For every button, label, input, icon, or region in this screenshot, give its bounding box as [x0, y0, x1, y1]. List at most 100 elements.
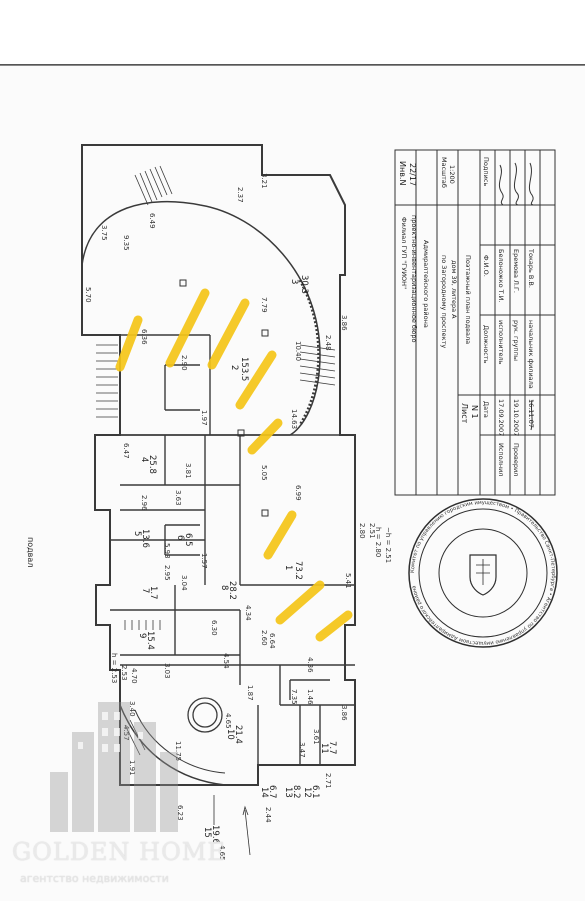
height-label: h = 2.80 [374, 527, 382, 557]
row-1-position: исполнитель [497, 320, 505, 365]
room-4-area: 25.8 [147, 455, 157, 474]
dim-label: 2.53 [120, 665, 128, 681]
col-name: Ф.И.О. [482, 255, 490, 277]
dim-label: 6.64 [268, 633, 276, 649]
dim-label: 7.35 [290, 689, 298, 705]
org-line-1: Филиал ГУП "ГУИОН" [400, 217, 408, 289]
dim-label: 1.87 [246, 685, 254, 701]
room-7-area: 1.7 [148, 586, 158, 600]
room-7-label: 7 [140, 588, 150, 593]
sheet-label: Лист [460, 403, 469, 424]
row-1-action: Исполнил [497, 443, 505, 476]
dim-label: 4.70 [130, 668, 138, 684]
title-block [394, 149, 556, 496]
title-block-text: Инв.N 22/17 Филиал ГУП "ГУИОН" проектно-… [398, 157, 535, 476]
room-1-area: 73.2 [293, 561, 303, 580]
room-14-label: 14 [259, 787, 269, 798]
room-9-label: 9 [137, 633, 147, 638]
room-11-area: 7.7 [327, 741, 337, 755]
address-line-1: по Загородному проспекту [440, 255, 448, 348]
dim-label: 3.86 [340, 315, 348, 331]
dim-label: 4.57 [122, 725, 130, 741]
entry-annotation [213, 795, 251, 856]
height-label: ~h = 2.51 [384, 527, 392, 563]
dim-label: 3.61 [312, 729, 320, 745]
dim-label: 2.80 [358, 523, 366, 539]
watermark-name: GOLDEN HOME [12, 838, 226, 866]
watermark-logo [50, 702, 178, 832]
row-3-date: 16.11.07 [527, 399, 535, 428]
dim-label: 3.81 [184, 463, 192, 479]
dim-label: 4.54 [222, 653, 230, 669]
room-15-label: 15 [202, 827, 212, 838]
dim-label: 14.63 [290, 409, 298, 429]
columns [179, 279, 269, 517]
dim-label: 1.57 [200, 553, 208, 569]
highlight-marks [115, 288, 353, 642]
room-labels: 2 153.5 3 30.3 1 73.2 4 25.8 5 13.6 6 6.… [132, 275, 337, 844]
dim-label: 10.40 [294, 341, 302, 361]
row-2-position: рук. группы [512, 320, 520, 361]
dim-label: 9.35 [122, 235, 130, 251]
dim-label: 6.36 [140, 329, 148, 345]
scale-value: 1:200 [448, 165, 456, 184]
round-hall [81, 200, 321, 436]
dim-label: 3.63 [174, 490, 182, 506]
row-3-position: начальник филиала [527, 320, 535, 389]
inv-label: Инв.N [398, 161, 407, 185]
dim-label: 2.96 [140, 495, 148, 511]
dim-label: 2.48 [324, 335, 332, 351]
room-10-label: 10 [225, 729, 235, 740]
dim-label: 2.51 [368, 523, 376, 539]
official-stamp [408, 498, 558, 648]
dim-label: 3.75 [100, 225, 108, 241]
sheet-title: Поэтажный план подвала [464, 255, 472, 344]
row-2-action: Проверил [512, 443, 520, 476]
internal-walls [110, 334, 355, 765]
dim-label: 2.90 [180, 355, 188, 371]
dim-label: 6.47 [122, 443, 130, 459]
room-6-label: 6 [175, 535, 185, 540]
floor-plan-drawing: 2 153.5 3 30.3 1 73.2 4 25.8 5 13.6 6 6.… [0, 65, 585, 861]
row-2-date: 19.10.2007 [512, 399, 520, 436]
dim-label: 5.93 [163, 543, 171, 559]
room-13-label: 13 [283, 787, 293, 798]
dim-label: 2.60 [260, 630, 268, 646]
room-13-area: 8.2 [291, 785, 301, 799]
dim-label: 1.91 [128, 760, 136, 776]
org-line-2: проектно-инвентаризационное бюро [410, 215, 418, 343]
room-14-area: 6.7 [267, 785, 277, 799]
dim-label: 5.05 [260, 465, 268, 481]
dim-label: 3.03 [163, 663, 171, 679]
room-15-area: 19.6 [210, 825, 220, 844]
dim-label: 5.41 [344, 573, 352, 589]
dim-label: 4.65 [218, 845, 226, 861]
signature-marks [498, 162, 534, 431]
room-2-area: 153.5 [239, 357, 249, 381]
room-10-area: 21.4 [233, 725, 243, 744]
staircases [96, 165, 336, 756]
floor-plan-sheet: 2 153.5 3 30.3 1 73.2 4 25.8 5 13.6 6 6.… [0, 64, 585, 901]
scale-label: Масштаб [440, 157, 448, 188]
dim-label: 7.79 [260, 297, 268, 313]
dim-label: 6.23 [176, 805, 184, 821]
col-position: Должность [482, 325, 490, 364]
dim-label: 1.46 [306, 689, 314, 705]
dim-label: 4.36 [306, 657, 314, 673]
org-line-3: Адмиралтейского района [422, 240, 430, 328]
dim-label: 2.44 [264, 807, 272, 823]
room-1-label: 1 [283, 565, 293, 570]
dim-label: 3.21 [260, 173, 268, 189]
row-1-name: Белоножко Т.И. [497, 249, 505, 303]
room-6-area: 6.5 [183, 533, 193, 547]
room-12-area: 6.1 [310, 785, 320, 799]
room-3-area: 30.3 [299, 275, 309, 294]
building-outline [81, 144, 356, 786]
row-1-date: 17.09.2007 [497, 399, 505, 436]
room-9-area: 15.4 [145, 631, 155, 650]
address-line-2: дом 39, литера А [450, 260, 458, 319]
room-4-label: 4 [139, 457, 149, 462]
dim-label: 3.40 [128, 701, 136, 717]
inv-value: 22/17 [408, 163, 417, 186]
room-3-label: 3 [289, 279, 299, 284]
